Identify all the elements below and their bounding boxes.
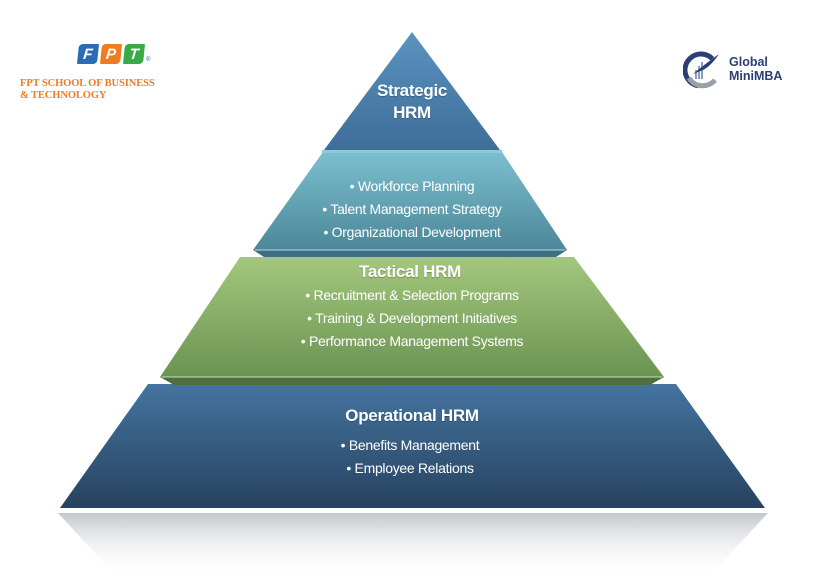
operational-layer-base-highlight (58, 508, 768, 511)
list-item: Recruitment & Selection Programs (301, 284, 524, 307)
fpt-school-name: FPT SCHOOL OF BUSINESS & TECHNOLOGY (20, 78, 155, 102)
list-item: Employee Relations (341, 457, 480, 480)
minimba-name: Global MiniMBA (729, 55, 782, 83)
minimba-name-line2: MiniMBA (729, 69, 783, 83)
minimba-emblem-icon (683, 51, 720, 89)
tactical-title: Tactical HRM (359, 262, 461, 281)
list-item: Workforce Planning (322, 175, 501, 198)
strategic-layer-lip (322, 150, 502, 153)
list-item: Organizational Development (322, 221, 501, 244)
fpt-blocks-icon: F P T (76, 44, 146, 64)
operational-title: Operational HRM (345, 406, 479, 425)
list-item: Training & Development Initiatives (301, 307, 524, 330)
fpt-name-line2: & TECHNOLOGY (20, 90, 107, 101)
registered-mark: ® (146, 57, 151, 63)
fpt-block-f: F (76, 44, 100, 64)
fpt-name-line1: FPT SCHOOL OF BUSINESS (20, 78, 155, 89)
teal-layer-lip (253, 250, 567, 257)
pyramid-reflection (58, 513, 768, 578)
strategic-items-list: Workforce Planning Talent Management Str… (322, 175, 502, 244)
list-item: Benefits Management (341, 434, 480, 457)
strategic-title-line1: Strategic (376, 81, 448, 100)
tactical-layer-lip (160, 377, 664, 385)
list-item: Talent Management Strategy (322, 198, 502, 221)
global-minimba-logo: Global MiniMBA (683, 50, 813, 90)
operational-items-list: Benefits Management Employee Relations (341, 434, 480, 480)
tactical-items-list: Recruitment & Selection Programs Trainin… (301, 284, 524, 353)
list-item: Performance Management Systems (301, 330, 524, 353)
strategic-title-line2: HRM (393, 103, 431, 122)
fpt-block-p: P (99, 44, 123, 64)
fpt-block-t: T (122, 44, 146, 64)
strategic-layer-shape (324, 32, 500, 150)
minimba-name-line1: Global (729, 55, 768, 69)
strategic-title: Strategic HRM (377, 80, 447, 124)
